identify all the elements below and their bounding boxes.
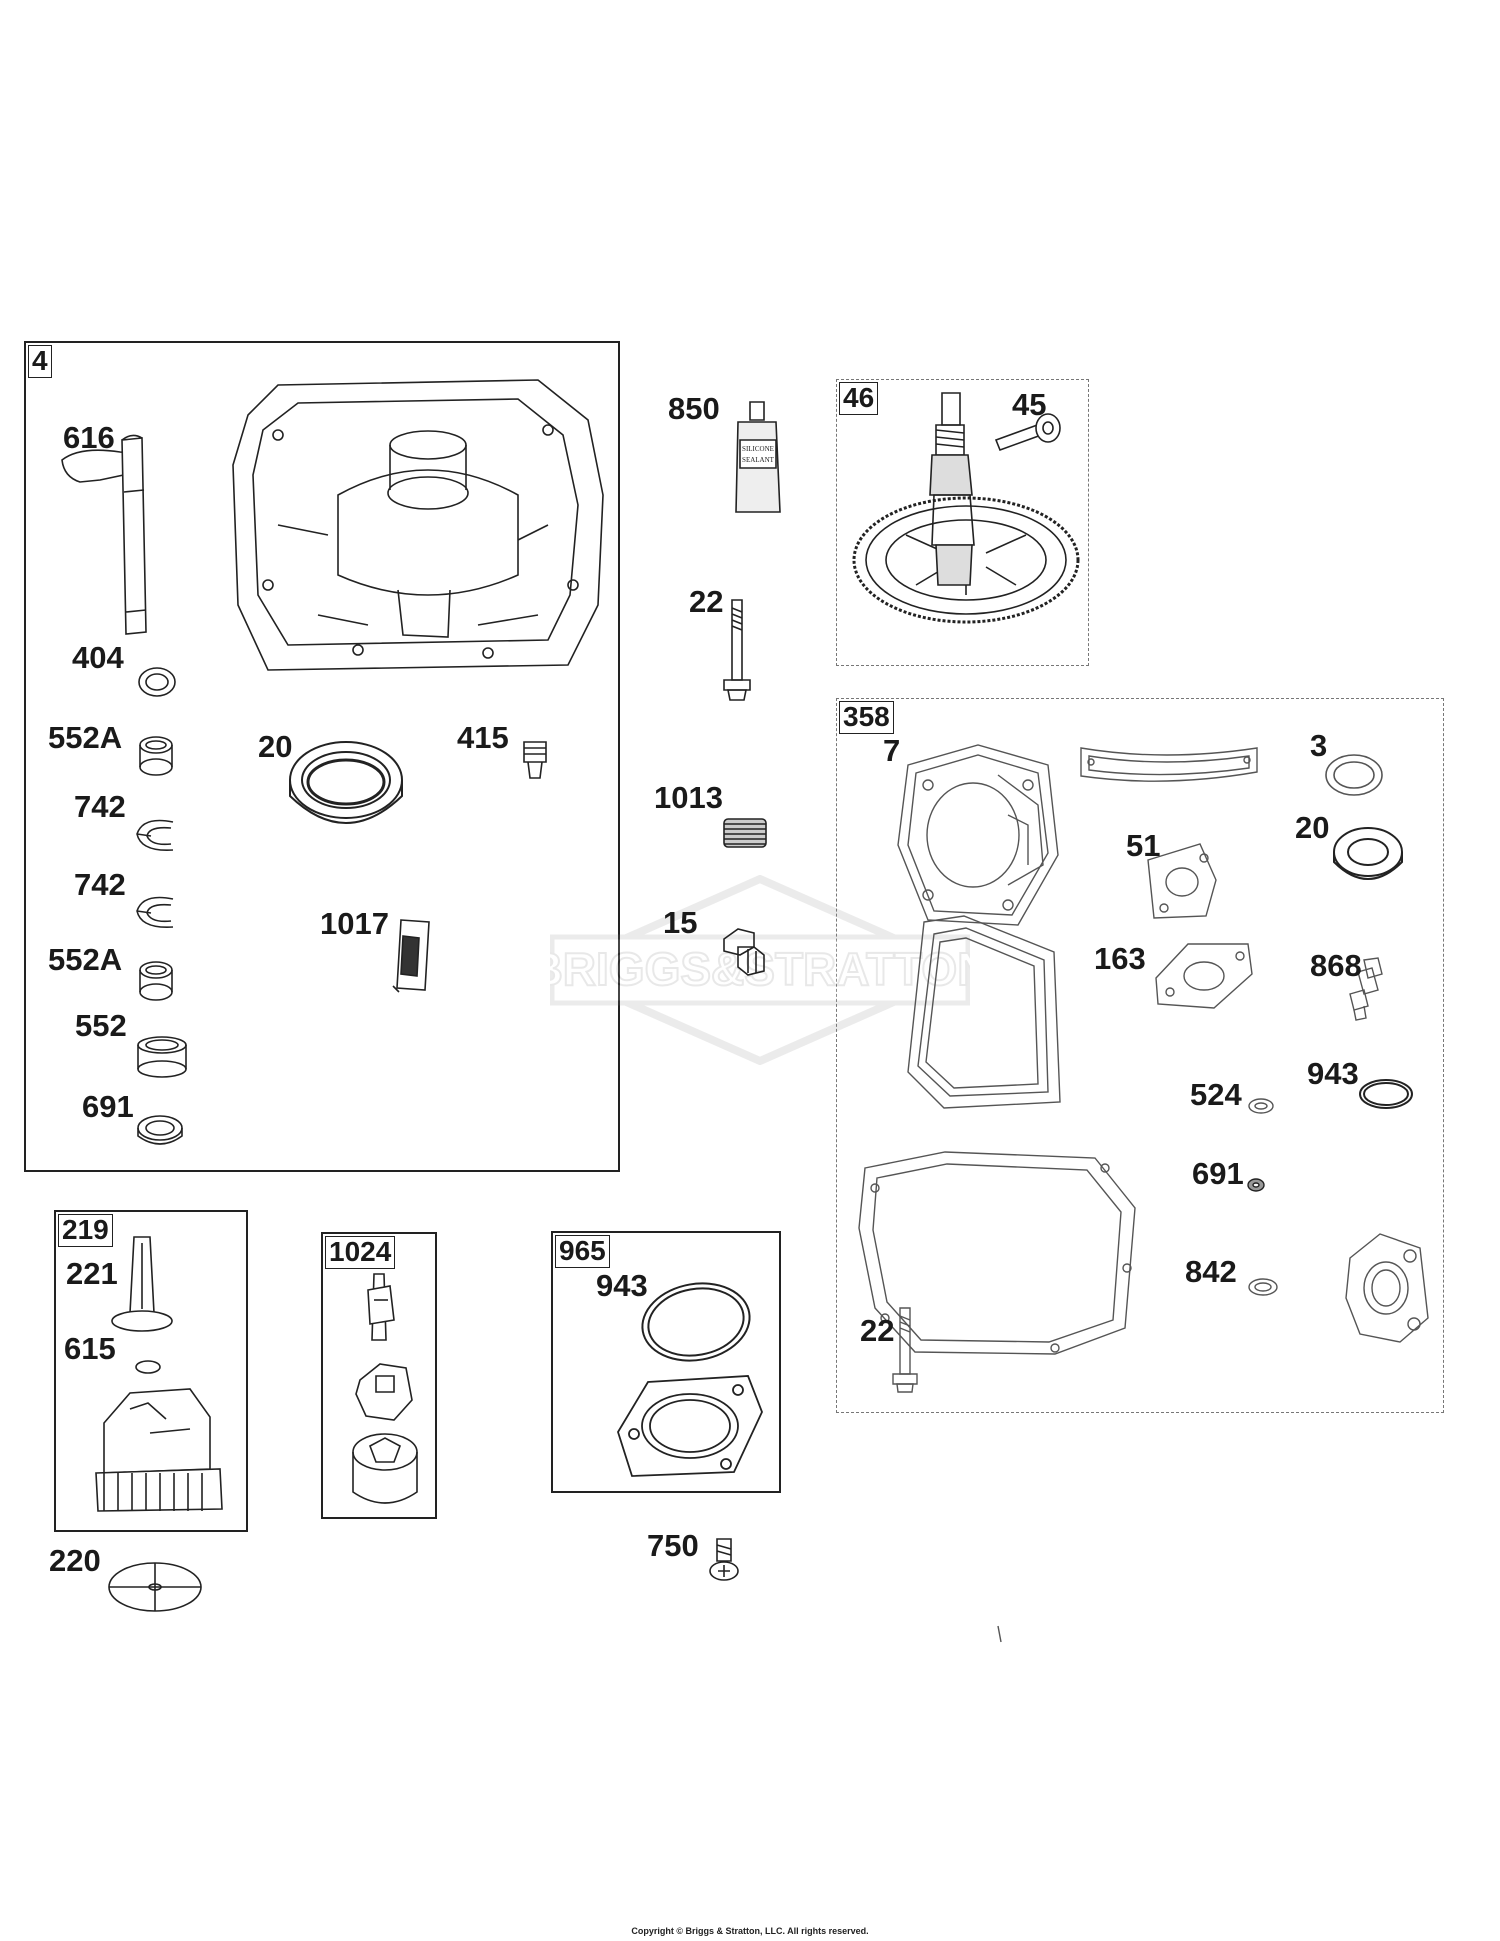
- group-box-358: 358: [836, 698, 1444, 1413]
- sealant-label-2: SEALANT: [742, 456, 775, 464]
- clip-icon: [389, 916, 433, 996]
- ring-icon: [1322, 750, 1386, 800]
- oil-pump-icon: [350, 1270, 420, 1510]
- gasket-icon: [888, 735, 1068, 929]
- callout-163: 163: [1094, 941, 1146, 976]
- callout-415: 415: [457, 720, 509, 755]
- callout-943: 943: [1307, 1056, 1359, 1091]
- fitting-icon: [1344, 954, 1394, 1024]
- group-box-1024: 1024: [321, 1232, 437, 1519]
- thrust-washer-icon: [105, 1557, 205, 1617]
- spring-icon: [720, 815, 770, 851]
- bushing-icon: [136, 960, 176, 1004]
- oil-seal-icon: [1246, 1177, 1266, 1193]
- group-box-46: 46: [836, 379, 1089, 666]
- callout-868: 868: [1310, 948, 1362, 983]
- gasket-icon: [1075, 742, 1265, 792]
- group-tag-1024: 1024: [325, 1236, 396, 1269]
- gasket-icon: [1140, 840, 1222, 922]
- callout-15: 15: [663, 905, 698, 940]
- callout-750: 750: [647, 1528, 699, 1563]
- callout-20: 20: [1295, 810, 1330, 845]
- callout-691: 691: [1192, 1156, 1244, 1191]
- callout-943: 943: [596, 1268, 648, 1303]
- gasket-icon: [1148, 938, 1258, 1012]
- brand-logo-icon: BRIGGS&STRATTON: [550, 875, 970, 1065]
- callout-22: 22: [689, 584, 724, 619]
- sealant-tube-icon: SILICONE SEALANT: [732, 400, 786, 520]
- callout-552: 552: [75, 1008, 127, 1043]
- callout-20: 20: [258, 729, 293, 764]
- e-clip-icon: [133, 893, 185, 933]
- callout-3: 3: [1310, 728, 1328, 763]
- group-box-965: 965: [551, 1231, 781, 1493]
- callout-524: 524: [1190, 1077, 1242, 1112]
- retainer-icon: [1246, 1275, 1280, 1299]
- washer-icon: [137, 664, 177, 700]
- bushing-icon: [133, 1035, 191, 1081]
- bolt-icon: [890, 1306, 920, 1396]
- callout-850: 850: [668, 391, 720, 426]
- group-tag-965: 965: [555, 1235, 610, 1268]
- group-tag-358: 358: [839, 701, 894, 734]
- group-tag-46: 46: [839, 382, 879, 415]
- gasket-icon: [1340, 1228, 1434, 1348]
- group-tag-219: 219: [58, 1214, 113, 1247]
- group-box-219: 219: [54, 1210, 248, 1532]
- crankcase-icon: [218, 375, 610, 675]
- leader-line: [996, 1624, 1004, 1644]
- callout-404: 404: [72, 640, 124, 675]
- o-ring-icon: [1356, 1076, 1416, 1112]
- callout-742: 742: [74, 789, 126, 824]
- bolt-icon: [720, 598, 754, 704]
- e-clip-icon: [133, 816, 185, 856]
- gasket-icon: [904, 912, 1064, 1112]
- callout-615: 615: [64, 1331, 116, 1366]
- camshaft-gear-icon: [846, 385, 1084, 655]
- callout-552A: 552A: [48, 720, 123, 755]
- callout-842: 842: [1185, 1254, 1237, 1289]
- callout-616: 616: [63, 420, 115, 455]
- plug-icon: [520, 736, 550, 784]
- group-tag-4: 4: [28, 345, 52, 378]
- o-ring-icon: [636, 1276, 756, 1366]
- copyright-text: Copyright © Briggs & Stratton, LLC. All …: [631, 1926, 869, 1936]
- oil-seal-icon: [285, 738, 407, 842]
- callout-691: 691: [82, 1089, 134, 1124]
- callout-22: 22: [860, 1313, 895, 1348]
- gasket-icon: [855, 1148, 1145, 1360]
- callout-742: 742: [74, 867, 126, 902]
- governor-shaft-icon: [60, 432, 190, 642]
- callout-220: 220: [49, 1543, 101, 1578]
- callout-552A: 552A: [48, 942, 123, 977]
- oil-seal-icon: [134, 1112, 186, 1152]
- drain-plug-icon: [720, 925, 768, 977]
- callout-51: 51: [1126, 828, 1161, 863]
- callout-1013: 1013: [654, 780, 723, 815]
- watermark-text: BRIGGS&STRATTON: [550, 943, 970, 995]
- callout-1017: 1017: [320, 906, 389, 941]
- pin-icon: [992, 410, 1068, 460]
- retainer-icon: [1246, 1096, 1276, 1116]
- callout-221: 221: [66, 1256, 118, 1291]
- group-box-4: 4: [24, 341, 620, 1172]
- oil-seal-icon: [1328, 822, 1408, 892]
- sealant-label-1: SILICONE: [742, 445, 774, 453]
- screw-icon: [707, 1537, 743, 1583]
- bushing-icon: [136, 735, 176, 779]
- pump-cover-icon: [608, 1372, 768, 1482]
- governor-gear-icon: [90, 1233, 240, 1525]
- callout-45: 45: [1012, 387, 1047, 422]
- callout-7: 7: [883, 733, 901, 768]
